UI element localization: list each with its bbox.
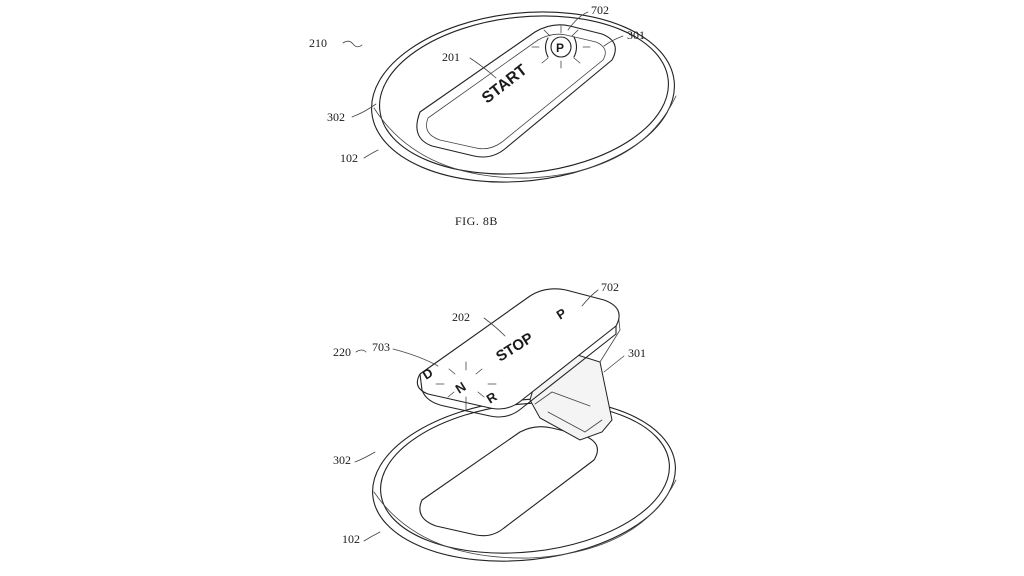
park-indicator-right-arc [573,36,578,58]
ref-702-bottom: 702 [601,280,619,294]
stem-inner-edge-1 [547,411,603,433]
outer-ring-302 [379,15,669,175]
ref-301-bottom: 301 [628,346,646,360]
leader-301-b [603,355,625,373]
leader-702 [567,11,589,31]
button-housing-301 [416,24,616,158]
base-disc-102 [371,11,675,183]
ref-201: 201 [442,50,460,64]
park-indicator-702: P [531,25,591,69]
leader-102 [363,149,379,159]
ref-302: 302 [327,110,345,124]
button-inner-rim [426,33,606,150]
leader-301 [603,35,624,47]
leader-lines-bottom [354,289,625,542]
figure-8b-knob-assembly: START P [342,11,677,183]
ref-703: 703 [372,340,390,354]
leader-302-b [354,451,376,463]
leader-lines-top [342,11,624,159]
slab-thickness-edge [419,325,617,418]
leader-202 [483,317,506,337]
park-indicator-left-arc [544,37,549,58]
leader-210 [342,40,363,48]
disc-edge-line [373,95,677,179]
figure-8c-knob-raised: STOP P D N R [354,288,677,562]
figure-caption: FIG. 8B [455,214,498,228]
ref-102: 102 [340,151,358,165]
button-recess-slot [419,426,598,537]
leader-201 [469,57,497,79]
ref-301: 301 [627,28,645,42]
indicator-glow-rays [531,25,591,69]
stem-inner-edge-2 [534,391,591,407]
leader-220 [355,349,367,353]
ref-220: 220 [333,345,351,359]
ref-210: 210 [309,36,327,50]
disc-edge-line-b [373,479,677,559]
ref-702: 702 [591,3,609,17]
park-indicator-ring [550,36,572,58]
leader-702-b [581,289,599,307]
outer-ring-302-b [380,402,670,554]
ref-202: 202 [452,310,470,324]
leader-703 [392,348,439,367]
leader-302 [351,103,377,118]
park-indicator-label: P [556,41,564,55]
gear-n-glow-rays [435,361,497,411]
ref-102-bottom: 102 [342,532,360,546]
ref-302-bottom: 302 [333,453,351,467]
leader-102-b [363,531,381,542]
